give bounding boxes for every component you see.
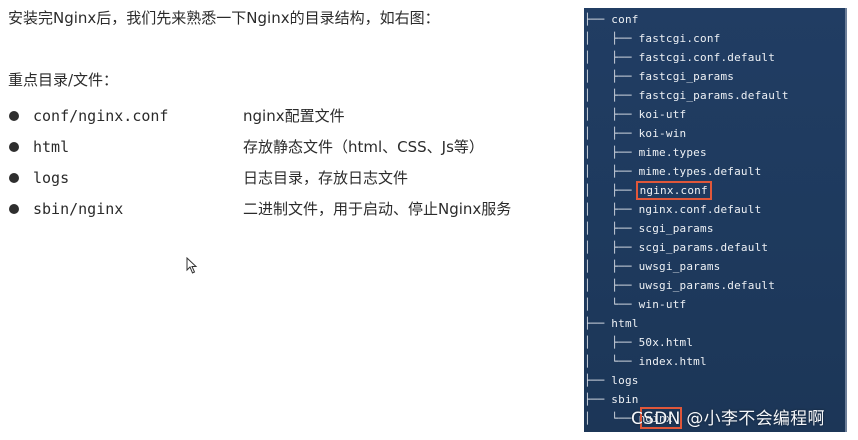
item-path: logs [33, 169, 70, 187]
item-path: html [33, 138, 70, 156]
tree-line-sbin-nginx: │ └── nginx [584, 412, 673, 425]
key-directories-list: conf/nginx.conf nginx配置文件 html 存放静态文件（ht… [0, 101, 570, 225]
bullet-icon [9, 204, 19, 214]
list-item: conf/nginx.conf nginx配置文件 [0, 101, 570, 132]
intro-text: 安装完Nginx后，我们先来熟悉一下Nginx的目录结构，如右图： [8, 9, 440, 27]
bullet-icon [9, 173, 19, 183]
tree-line: │ ├── scgi_params [584, 222, 714, 235]
list-item: logs 日志目录，存放日志文件 [0, 163, 570, 194]
tree-line-nginx-conf: │ ├── nginx.conf [584, 181, 712, 200]
tree-line: │ ├── scgi_params.default [584, 241, 769, 254]
tree-line: │ ├── fastcgi_params [584, 70, 735, 83]
tree-line: │ └── win-utf [584, 298, 687, 311]
item-path: conf/nginx.conf [33, 107, 169, 125]
tree-line: │ ├── mime.types.default [584, 165, 762, 178]
list-item: html 存放静态文件（html、CSS、Js等） [0, 132, 570, 163]
mouse-cursor-icon [186, 257, 198, 274]
tree-line: ├── logs [584, 374, 639, 387]
bullet-icon [9, 142, 19, 152]
bullet-icon [9, 111, 19, 121]
item-description: nginx配置文件 [243, 107, 345, 125]
tree-line: ├── conf [584, 13, 639, 26]
tree-line: │ ├── uwsgi_params [584, 260, 721, 273]
list-item: sbin/nginx 二进制文件，用于启动、停止Nginx服务 [0, 194, 570, 225]
sbin-nginx-highlight [640, 407, 682, 429]
item-path: sbin/nginx [33, 200, 124, 218]
item-description: 日志目录，存放日志文件 [243, 169, 409, 187]
item-description: 存放静态文件（html、CSS、Js等） [243, 138, 484, 156]
tree-line: │ ├── 50x.html [584, 336, 694, 349]
nginx-conf-highlight: nginx.conf [635, 181, 712, 200]
tree-line: │ └── index.html [584, 355, 707, 368]
tree-line: │ ├── koi-win [584, 127, 687, 140]
tree-line: │ ├── fastcgi.conf.default [584, 51, 776, 64]
tree-line: │ ├── uwsgi_params.default [584, 279, 776, 292]
tree-line: │ ├── mime.types [584, 146, 707, 159]
tree-line: │ ├── koi-utf [584, 108, 687, 121]
item-description: 二进制文件，用于启动、停止Nginx服务 [243, 200, 512, 218]
tree-line: │ ├── fastcgi.conf [584, 32, 721, 45]
tree-line: │ ├── fastcgi_params.default [584, 89, 789, 102]
section-title: 重点目录/文件： [8, 71, 119, 89]
tree-line: ├── html [584, 317, 639, 330]
watermark: CSDN @小李不会编程啊 [631, 409, 825, 429]
tree-line: ├── sbin [584, 393, 639, 406]
directory-tree-panel: ├── conf │ ├── fastcgi.conf │ ├── fastcg… [584, 8, 847, 432]
tree-line: │ ├── nginx.conf.default [584, 203, 762, 216]
